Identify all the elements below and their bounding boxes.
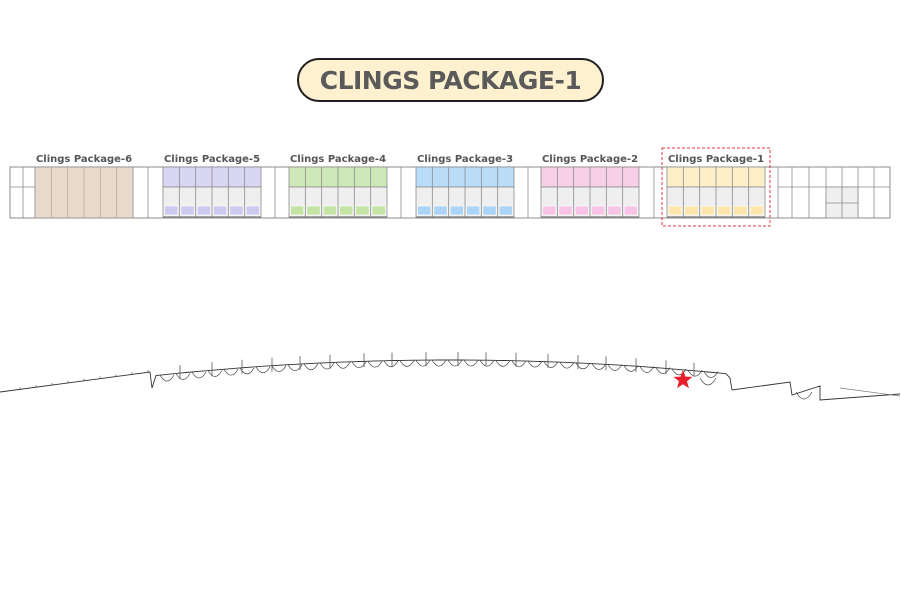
- title-badge: CLINGS PACKAGE-1: [297, 58, 604, 102]
- package-accent-cell: [466, 205, 481, 216]
- package-accent-cell: [717, 205, 732, 216]
- package-accent-cell: [623, 205, 638, 216]
- package-label: Clings Package-5: [164, 154, 260, 165]
- package-accent-cell: [668, 205, 683, 216]
- package-accent-cell: [322, 205, 337, 216]
- door-swing: [191, 371, 207, 379]
- package-accent-cell: [558, 205, 573, 216]
- door-swing: [255, 366, 271, 374]
- door-swing: [319, 362, 335, 370]
- door-swing: [575, 362, 591, 370]
- package-label: Clings Package-3: [417, 154, 513, 165]
- door-swing: [303, 363, 319, 371]
- door-swing: [367, 361, 383, 368]
- door-swing: [543, 361, 559, 368]
- package-accent-cell: [355, 205, 370, 216]
- package-accent-cell: [306, 205, 321, 216]
- package-label: Clings Package-4: [290, 154, 386, 165]
- package-accent-cell: [290, 205, 305, 216]
- door-swing: [399, 360, 415, 367]
- package-accent-cell: [339, 205, 354, 216]
- door-swing: [335, 362, 351, 369]
- door-swing: [207, 370, 223, 377]
- package-labels: Clings Package-6 Clings Package-5 Clings P…: [36, 154, 764, 165]
- package-accent-cell: [417, 205, 432, 216]
- package-accent-cell: [542, 205, 557, 216]
- door-swing: [527, 360, 543, 368]
- package-label: Clings Package-2: [542, 154, 638, 165]
- package-block: [162, 166, 262, 219]
- package-block: [288, 166, 388, 219]
- door-swing: [415, 360, 431, 367]
- package-block: [666, 166, 766, 219]
- package-accent-cell: [700, 205, 715, 216]
- door-swing: [607, 364, 623, 371]
- door-swing: [271, 365, 287, 373]
- package-block: [415, 166, 515, 219]
- package-accent-cell: [164, 205, 179, 216]
- door-swing: [671, 368, 687, 376]
- package-accent-cell: [180, 205, 195, 216]
- door-swing: [559, 362, 575, 369]
- package-accent-cell: [433, 205, 448, 216]
- highlight-box: [661, 147, 771, 227]
- package-accent-cell: [196, 205, 211, 216]
- page-title: CLINGS PACKAGE-1: [319, 65, 582, 95]
- door-swing: [431, 359, 447, 367]
- plan-outline: [0, 359, 901, 401]
- package-label: Clings Package-6: [36, 154, 132, 165]
- package-accent-cell: [229, 205, 244, 216]
- door-swing: [639, 366, 655, 373]
- package-block: [34, 166, 134, 219]
- plan-edge: [839, 387, 901, 397]
- door-swing: [351, 361, 367, 369]
- door-swing: [447, 359, 463, 367]
- door-swing: [223, 369, 239, 376]
- elevation-strip: [9, 166, 891, 219]
- door-swing: [175, 373, 191, 380]
- door-swing: [383, 360, 399, 368]
- package-block: [540, 166, 640, 219]
- door-swing: [479, 360, 495, 367]
- package-accent-cell: [684, 205, 699, 216]
- door-swing: [703, 371, 719, 378]
- package-accent-cell: [449, 205, 464, 216]
- door-swing: [463, 359, 479, 367]
- door-swing: [511, 360, 527, 368]
- door-swing: [687, 370, 703, 377]
- door-swing: [795, 391, 813, 400]
- door-swing: [495, 360, 511, 367]
- package-accent-cell: [574, 205, 589, 216]
- door-swing: [239, 367, 255, 375]
- floor-plan: [0, 352, 901, 401]
- door-swing: [591, 363, 607, 370]
- package-accent-cell: [482, 205, 497, 216]
- package-label: Clings Package-1: [668, 154, 764, 165]
- package-accent-cell: [371, 205, 386, 216]
- package-accent-cell: [591, 205, 606, 216]
- door-swing: [287, 364, 303, 372]
- package-accent-cell: [498, 205, 513, 216]
- star-icon: [673, 370, 693, 389]
- package-accent-cell: [749, 205, 764, 216]
- package-accent-cell: [733, 205, 748, 216]
- package-accent-cell: [213, 205, 228, 216]
- package-accent-cell: [607, 205, 622, 216]
- package-accent-cell: [245, 205, 260, 216]
- door-swing: [699, 377, 717, 386]
- door-swing: [159, 374, 175, 382]
- door-swing: [655, 367, 671, 374]
- door-swing: [623, 365, 639, 372]
